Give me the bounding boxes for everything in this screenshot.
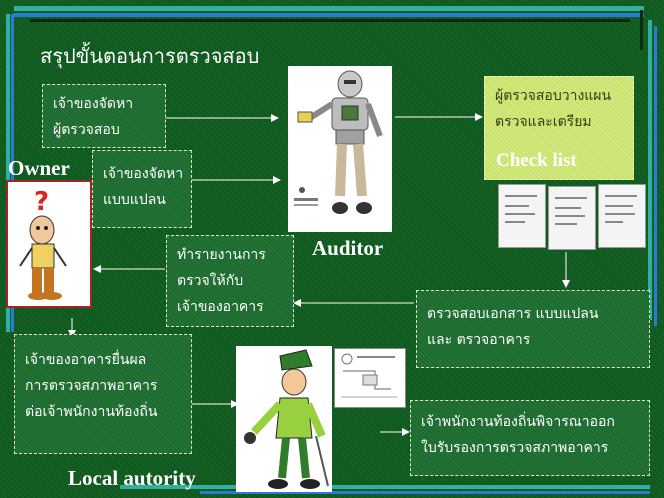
box-line: เจ้าของอาคารยื่นผล	[25, 352, 147, 368]
frame-stripe-right-dark	[640, 10, 643, 50]
box-line: ผู้ตรวจสอบวางแผน	[495, 88, 612, 104]
frame-stripe-right-blue	[654, 26, 657, 326]
box-line: เจ้าพนักงานท้องถิ่นพิจารณาออก	[421, 414, 615, 430]
box-line: ผู้ตรวจสอบ	[53, 122, 120, 138]
box-line: ใบรับรองการตรวจสภาพอาคาร	[421, 440, 609, 456]
map-document-icon	[334, 348, 406, 408]
document-icon	[598, 184, 646, 248]
box-line: ต่อเจ้าพนักงานท้องถิ่น	[25, 404, 158, 420]
frame-stripe-bottom-blue	[200, 491, 650, 494]
slide-title: สรุปขั้นตอนการตรวจสอบ	[40, 44, 260, 68]
box-report-to-owner: ทำรายงานการ ตรวจให้กับ เจ้าของอาคาร	[166, 235, 294, 327]
box-line: การตรวจสภาพอาคาร	[25, 378, 158, 394]
box-line: เจ้าของจัดหา	[103, 166, 184, 182]
auditor-label: Auditor	[312, 236, 384, 260]
robot-auditor-icon	[288, 66, 392, 232]
box-line: แบบแปลน	[103, 192, 166, 208]
frame-stripe-left-blue	[11, 14, 14, 332]
document-icon	[548, 186, 596, 250]
document-icon	[498, 184, 546, 248]
svg-text:?: ?	[34, 187, 49, 217]
box-line: เจ้าของอาคาร	[177, 299, 264, 315]
box-auditor-planning: ผู้ตรวจสอบวางแผน ตรวจและเตรียม	[484, 76, 634, 180]
box-owner-submit-result: เจ้าของอาคารยื่นผล การตรวจสภาพอาคาร ต่อเ…	[14, 334, 192, 454]
frame-stripe-left-teal	[6, 14, 10, 332]
box-owner-provide-plan: เจ้าของจัดหา แบบแปลน	[92, 150, 192, 228]
box-owner-hire-auditor: เจ้าของจัดหา ผู้ตรวจสอบ	[42, 84, 166, 148]
frame-stripe-top-blue	[14, 13, 644, 17]
box-line: ทำรายงานการ	[177, 247, 266, 263]
box-line: ตรวจสอบเอกสาร แบบแปลน	[427, 306, 599, 322]
box-local-certificate: เจ้าพนักงานท้องถิ่นพิจารณาออก ใบรับรองกา…	[410, 400, 650, 476]
box-line: เจ้าของจัดหา	[53, 96, 134, 112]
box-inspect-documents: ตรวจสอบเอกสาร แบบแปลน และ ตรวจอาคาร	[416, 290, 650, 368]
box-line: และ ตรวจอาคาร	[427, 332, 531, 348]
frame-stripe-top-teal	[14, 6, 644, 11]
frame-stripe-right-teal	[648, 20, 652, 320]
owner-label: Owner	[8, 156, 70, 180]
frame-stripe-top-dark	[30, 19, 630, 22]
checklist-label: Check list	[496, 150, 577, 171]
box-line: ตรวจและเตรียม	[495, 114, 592, 130]
local-authority-label: Local autority	[68, 466, 196, 490]
owner-cartoon-icon: ?	[6, 180, 92, 308]
medieval-officer-icon	[236, 346, 332, 492]
box-line: ตรวจให้กับ	[177, 273, 244, 289]
frame-stripe-bottom-teal	[120, 485, 650, 489]
